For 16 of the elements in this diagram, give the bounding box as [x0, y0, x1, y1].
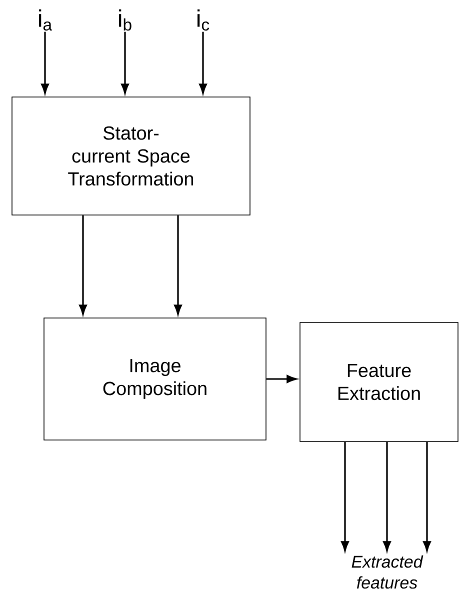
current-label: i$_{c}$	[198, 9, 210, 31]
arrow	[341, 442, 349, 552]
arrow	[79, 215, 87, 315]
process-box: Image Composition	[44, 318, 266, 440]
process-box: Feature Extraction	[300, 322, 458, 442]
arrow	[266, 375, 297, 383]
arrow	[383, 442, 391, 552]
arrow	[199, 32, 207, 94]
current-label: i$_{b}$	[119, 9, 132, 31]
output-label: Extracted features	[352, 555, 424, 589]
arrow	[174, 215, 182, 315]
arrow	[121, 32, 129, 94]
arrow	[41, 32, 49, 94]
process-box: Stator-current Space Transformation	[12, 96, 250, 216]
arrow	[423, 442, 431, 552]
current-label: i$_{a}$	[39, 9, 52, 31]
